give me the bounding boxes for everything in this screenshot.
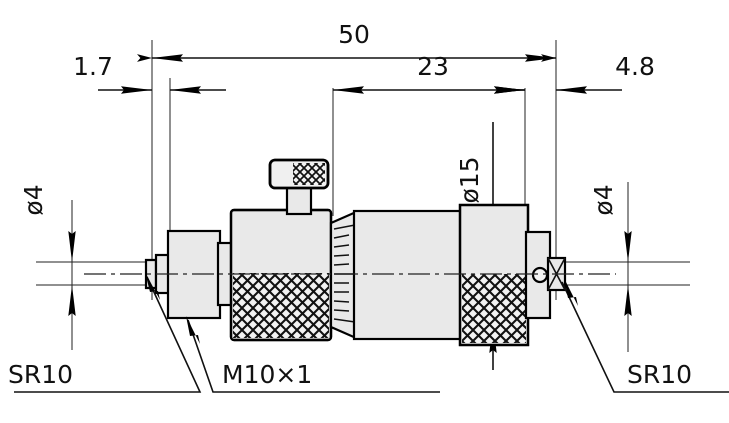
dimension-spindle-diameter-left: ø4 [19, 184, 76, 316]
dimension-value-phi15: ø15 [455, 156, 484, 203]
main-body-knurl [233, 273, 329, 338]
dimension-value-1-7: 1.7 [73, 52, 113, 81]
note-sr10-left: SR10 [8, 360, 73, 389]
extension-lines [36, 40, 690, 352]
thimble-graduations [333, 224, 356, 323]
dimension-right-offset: 4.8 [494, 52, 655, 94]
dimension-value-phi4-left: ø4 [19, 184, 48, 215]
dimension-spindle-diameter-right: ø4 [589, 184, 632, 316]
micrometer-head-part [84, 158, 616, 347]
right-sleeve-knurl [462, 274, 526, 343]
barrel [352, 209, 464, 341]
clamp-knob-outline [268, 158, 330, 190]
dimension-left-offset: 1.7 [73, 52, 226, 94]
dimension-overall-length: 50 [137, 20, 556, 62]
dimension-value-phi4-right: ø4 [589, 184, 618, 215]
dimension-value-4-8: 4.8 [615, 52, 655, 81]
note-thread-m10x1: M10×1 [222, 360, 312, 389]
clamp-stem [285, 184, 313, 216]
dimension-value-50: 50 [338, 20, 370, 49]
clamp-knob-knurl [293, 163, 325, 185]
dimension-value-23: 23 [417, 52, 449, 81]
leader-lines [14, 272, 729, 393]
note-sr10-right: SR10 [627, 360, 692, 389]
sleeve-hole [531, 266, 549, 284]
